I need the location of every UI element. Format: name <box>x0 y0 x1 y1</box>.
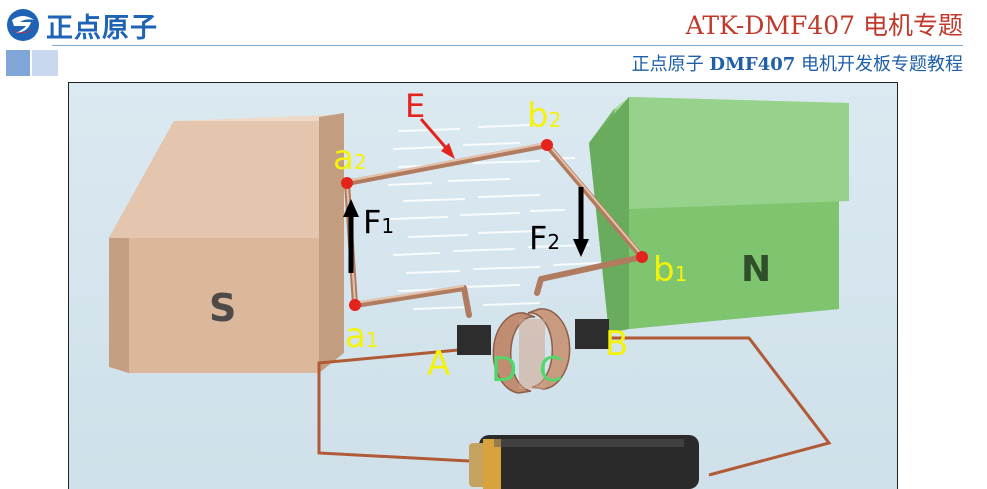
commutator-body <box>519 319 545 389</box>
label-f2: F2 <box>529 219 560 257</box>
battery <box>469 435 699 489</box>
force-f1-arrow <box>343 199 359 273</box>
logo-icon <box>7 9 39 41</box>
south-magnet <box>109 113 344 373</box>
point-b1-dot <box>636 251 648 263</box>
label-commutator-c: C <box>539 350 563 390</box>
motor-principle-figure: S N <box>68 82 898 489</box>
point-a2-dot <box>341 177 353 189</box>
dc-motor-diagram: S N <box>69 83 897 489</box>
label-b1: b1 <box>653 250 687 290</box>
label-f1: F1 <box>363 203 394 241</box>
label-b2: b2 <box>527 96 561 136</box>
header-divider <box>52 45 963 46</box>
magnet-north-label: N <box>741 249 771 290</box>
subtitle-suffix: 电机开发板专题教程 <box>795 54 963 75</box>
brush-a <box>457 325 491 355</box>
north-magnet <box>589 97 849 333</box>
label-commutator-d: D <box>491 350 517 390</box>
label-brush-a: A <box>427 344 450 384</box>
brush-b <box>575 319 609 349</box>
emf-arrow <box>419 118 455 159</box>
commutator-segment-d <box>492 312 536 394</box>
circuit-wire <box>317 336 832 477</box>
point-b2-dot <box>541 139 553 151</box>
force-f2-arrow <box>573 187 589 257</box>
page-title: ATK-DMF407 电机专题 <box>685 11 963 40</box>
subtitle-model: DMF407 <box>709 54 796 75</box>
label-brush-b: B <box>605 324 628 364</box>
point-a1-dot <box>349 299 361 311</box>
brand-logo: 正点原子 <box>6 6 158 44</box>
label-a1: a1 <box>345 316 379 356</box>
magnet-south-label: S <box>209 286 236 330</box>
label-a2: a2 <box>333 138 367 178</box>
label-emf: E <box>405 87 425 125</box>
subtitle-prefix: 正点原子 <box>631 54 710 75</box>
decorative-blocks-icon <box>6 50 58 76</box>
page-subtitle: 正点原子 DMF407 电机开发板专题教程 <box>632 50 963 76</box>
logo-text: 正点原子 <box>46 12 158 44</box>
